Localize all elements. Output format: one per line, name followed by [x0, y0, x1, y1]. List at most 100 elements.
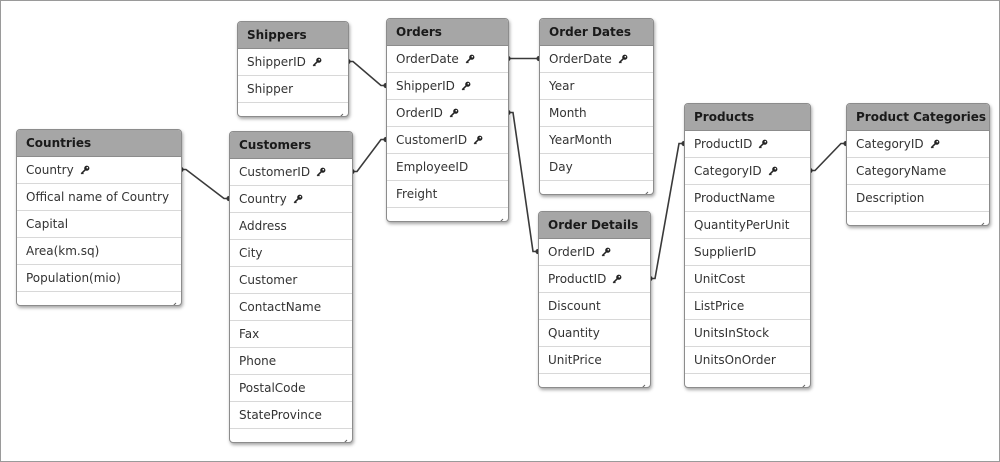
field-row[interactable]: CustomerID — [230, 159, 352, 186]
table-header[interactable]: Orders — [387, 19, 508, 46]
field-label: CategoryName — [856, 164, 947, 178]
field-row[interactable]: ShipperID — [387, 73, 508, 100]
field-row[interactable]: OrderID — [539, 239, 650, 266]
field-row[interactable]: ListPrice — [685, 293, 810, 320]
field-label: UnitCost — [694, 272, 746, 286]
field-row[interactable]: Freight — [387, 181, 508, 208]
field-row[interactable]: OrderDate — [387, 46, 508, 73]
field-label: OrderID — [396, 106, 443, 120]
table-header[interactable]: Countries — [17, 130, 181, 157]
field-row[interactable]: ProductName — [685, 185, 810, 212]
field-row[interactable]: ShipperID — [238, 49, 348, 76]
key-icon — [467, 133, 483, 147]
resize-grip-icon[interactable] — [638, 377, 646, 387]
table-header[interactable]: Order Details — [539, 212, 650, 239]
table-footer — [387, 208, 508, 221]
field-row[interactable]: Day — [540, 154, 653, 181]
field-row[interactable]: City — [230, 240, 352, 267]
field-row[interactable]: StateProvince — [230, 402, 352, 429]
field-row[interactable]: ProductID — [685, 131, 810, 158]
field-row[interactable]: Discount — [539, 293, 650, 320]
field-row[interactable]: ContactName — [230, 294, 352, 321]
association-link[interactable] — [348, 60, 386, 87]
field-row[interactable]: Quantity — [539, 320, 650, 347]
field-row[interactable]: CategoryName — [847, 158, 989, 185]
field-row[interactable]: CategoryID — [847, 131, 989, 158]
field-row[interactable]: Fax — [230, 321, 352, 348]
field-row[interactable]: Year — [540, 73, 653, 100]
field-label: ShipperID — [396, 79, 455, 93]
field-label: Freight — [396, 187, 438, 201]
table-footer — [539, 374, 650, 387]
table-header[interactable]: Product Categories — [847, 104, 989, 131]
field-row[interactable]: Month — [540, 100, 653, 127]
field-label: ContactName — [239, 300, 322, 314]
association-link[interactable] — [352, 138, 386, 173]
field-row[interactable]: EmployeeID — [387, 154, 508, 181]
field-label: OrderID — [548, 245, 595, 259]
field-label: Discount — [548, 299, 601, 313]
field-label: UnitPrice — [548, 353, 602, 367]
field-row[interactable]: Offical name of Country — [17, 184, 181, 211]
field-row[interactable]: Phone — [230, 348, 352, 375]
key-icon — [310, 165, 326, 179]
field-label: CustomerID — [396, 133, 468, 147]
field-row[interactable]: PostalCode — [230, 375, 352, 402]
field-row[interactable]: OrderDate — [540, 46, 653, 73]
field-row[interactable]: CustomerID — [387, 127, 508, 154]
field-row[interactable]: ProductID — [539, 266, 650, 293]
field-row[interactable]: CategoryID — [685, 158, 810, 185]
field-row[interactable]: UnitPrice — [539, 347, 650, 374]
association-link[interactable] — [181, 168, 229, 200]
field-label: Area(km.sq) — [26, 244, 100, 258]
field-label: ProductName — [694, 191, 775, 205]
table-footer — [540, 181, 653, 194]
field-row[interactable]: SupplierID — [685, 239, 810, 266]
field-row[interactable]: Country — [17, 157, 181, 184]
field-row[interactable]: QuantityPerUnit — [685, 212, 810, 239]
field-row[interactable]: Shipper — [238, 76, 348, 103]
table-header[interactable]: Shippers — [238, 22, 348, 49]
field-label: CategoryID — [694, 164, 762, 178]
resize-grip-icon[interactable] — [340, 432, 348, 442]
field-row[interactable]: Population(mio) — [17, 265, 181, 292]
resize-grip-icon[interactable] — [336, 106, 344, 116]
resize-grip-icon[interactable] — [169, 295, 177, 305]
field-row[interactable]: Address — [230, 213, 352, 240]
field-row[interactable]: Description — [847, 185, 989, 212]
field-row[interactable]: UnitsInStock — [685, 320, 810, 347]
table-header[interactable]: Products — [685, 104, 810, 131]
field-row[interactable]: Area(km.sq) — [17, 238, 181, 265]
field-row[interactable]: OrderID — [387, 100, 508, 127]
association-link[interactable] — [650, 142, 684, 280]
field-row[interactable]: Capital — [17, 211, 181, 238]
table-header[interactable]: Customers — [230, 132, 352, 159]
field-row[interactable]: Customer — [230, 267, 352, 294]
association-link[interactable] — [508, 111, 538, 253]
key-icon — [612, 52, 628, 66]
field-label: Population(mio) — [26, 271, 121, 285]
field-row[interactable]: UnitCost — [685, 266, 810, 293]
association-link[interactable] — [810, 142, 846, 172]
field-row[interactable]: Country — [230, 186, 352, 213]
field-row[interactable]: UnitsOnOrder — [685, 347, 810, 374]
resize-grip-icon[interactable] — [496, 211, 504, 221]
key-icon — [306, 55, 322, 69]
field-label: Quantity — [548, 326, 600, 340]
resize-grip-icon[interactable] — [798, 377, 806, 387]
resize-grip-icon[interactable] — [977, 215, 985, 225]
table-footer — [17, 292, 181, 305]
key-icon — [595, 245, 611, 259]
resize-grip-icon[interactable] — [641, 184, 649, 194]
field-row[interactable]: YearMonth — [540, 127, 653, 154]
table-header[interactable]: Order Dates — [540, 19, 653, 46]
